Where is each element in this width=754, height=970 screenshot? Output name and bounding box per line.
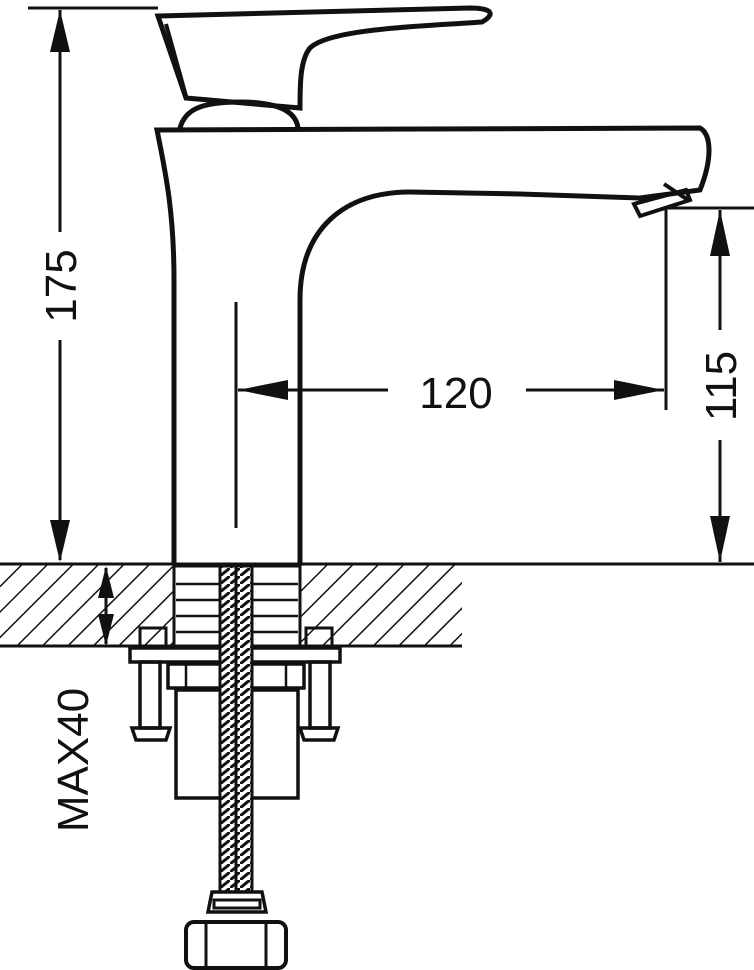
dimension-label-175: 175 (37, 249, 86, 322)
right-stud (308, 660, 332, 730)
faucet-outline (153, 125, 712, 564)
dimension-spout-height: 115 (668, 206, 754, 562)
aerator (631, 187, 693, 219)
aerator-tip (662, 182, 690, 202)
dimension-max-thickness: MAX40 (49, 566, 114, 832)
hose-nut (184, 920, 288, 970)
lever-handle-detail (164, 23, 188, 97)
countertop-hatch-left (0, 564, 174, 646)
countertop-hatch-right (300, 564, 462, 646)
countertop (0, 562, 754, 648)
lever-handle (154, 5, 493, 111)
dimension-label-max40: MAX40 (49, 688, 98, 832)
dimension-spout-reach: 120 (234, 208, 668, 528)
mounting-hardware (128, 564, 342, 970)
faucet-body (153, 5, 712, 564)
hose-connector (205, 890, 269, 914)
dimension-label-115: 115 (697, 351, 746, 421)
dimension-label-120: 120 (419, 369, 492, 418)
left-stud (138, 660, 162, 730)
dimension-total-height: 175 (28, 6, 158, 562)
